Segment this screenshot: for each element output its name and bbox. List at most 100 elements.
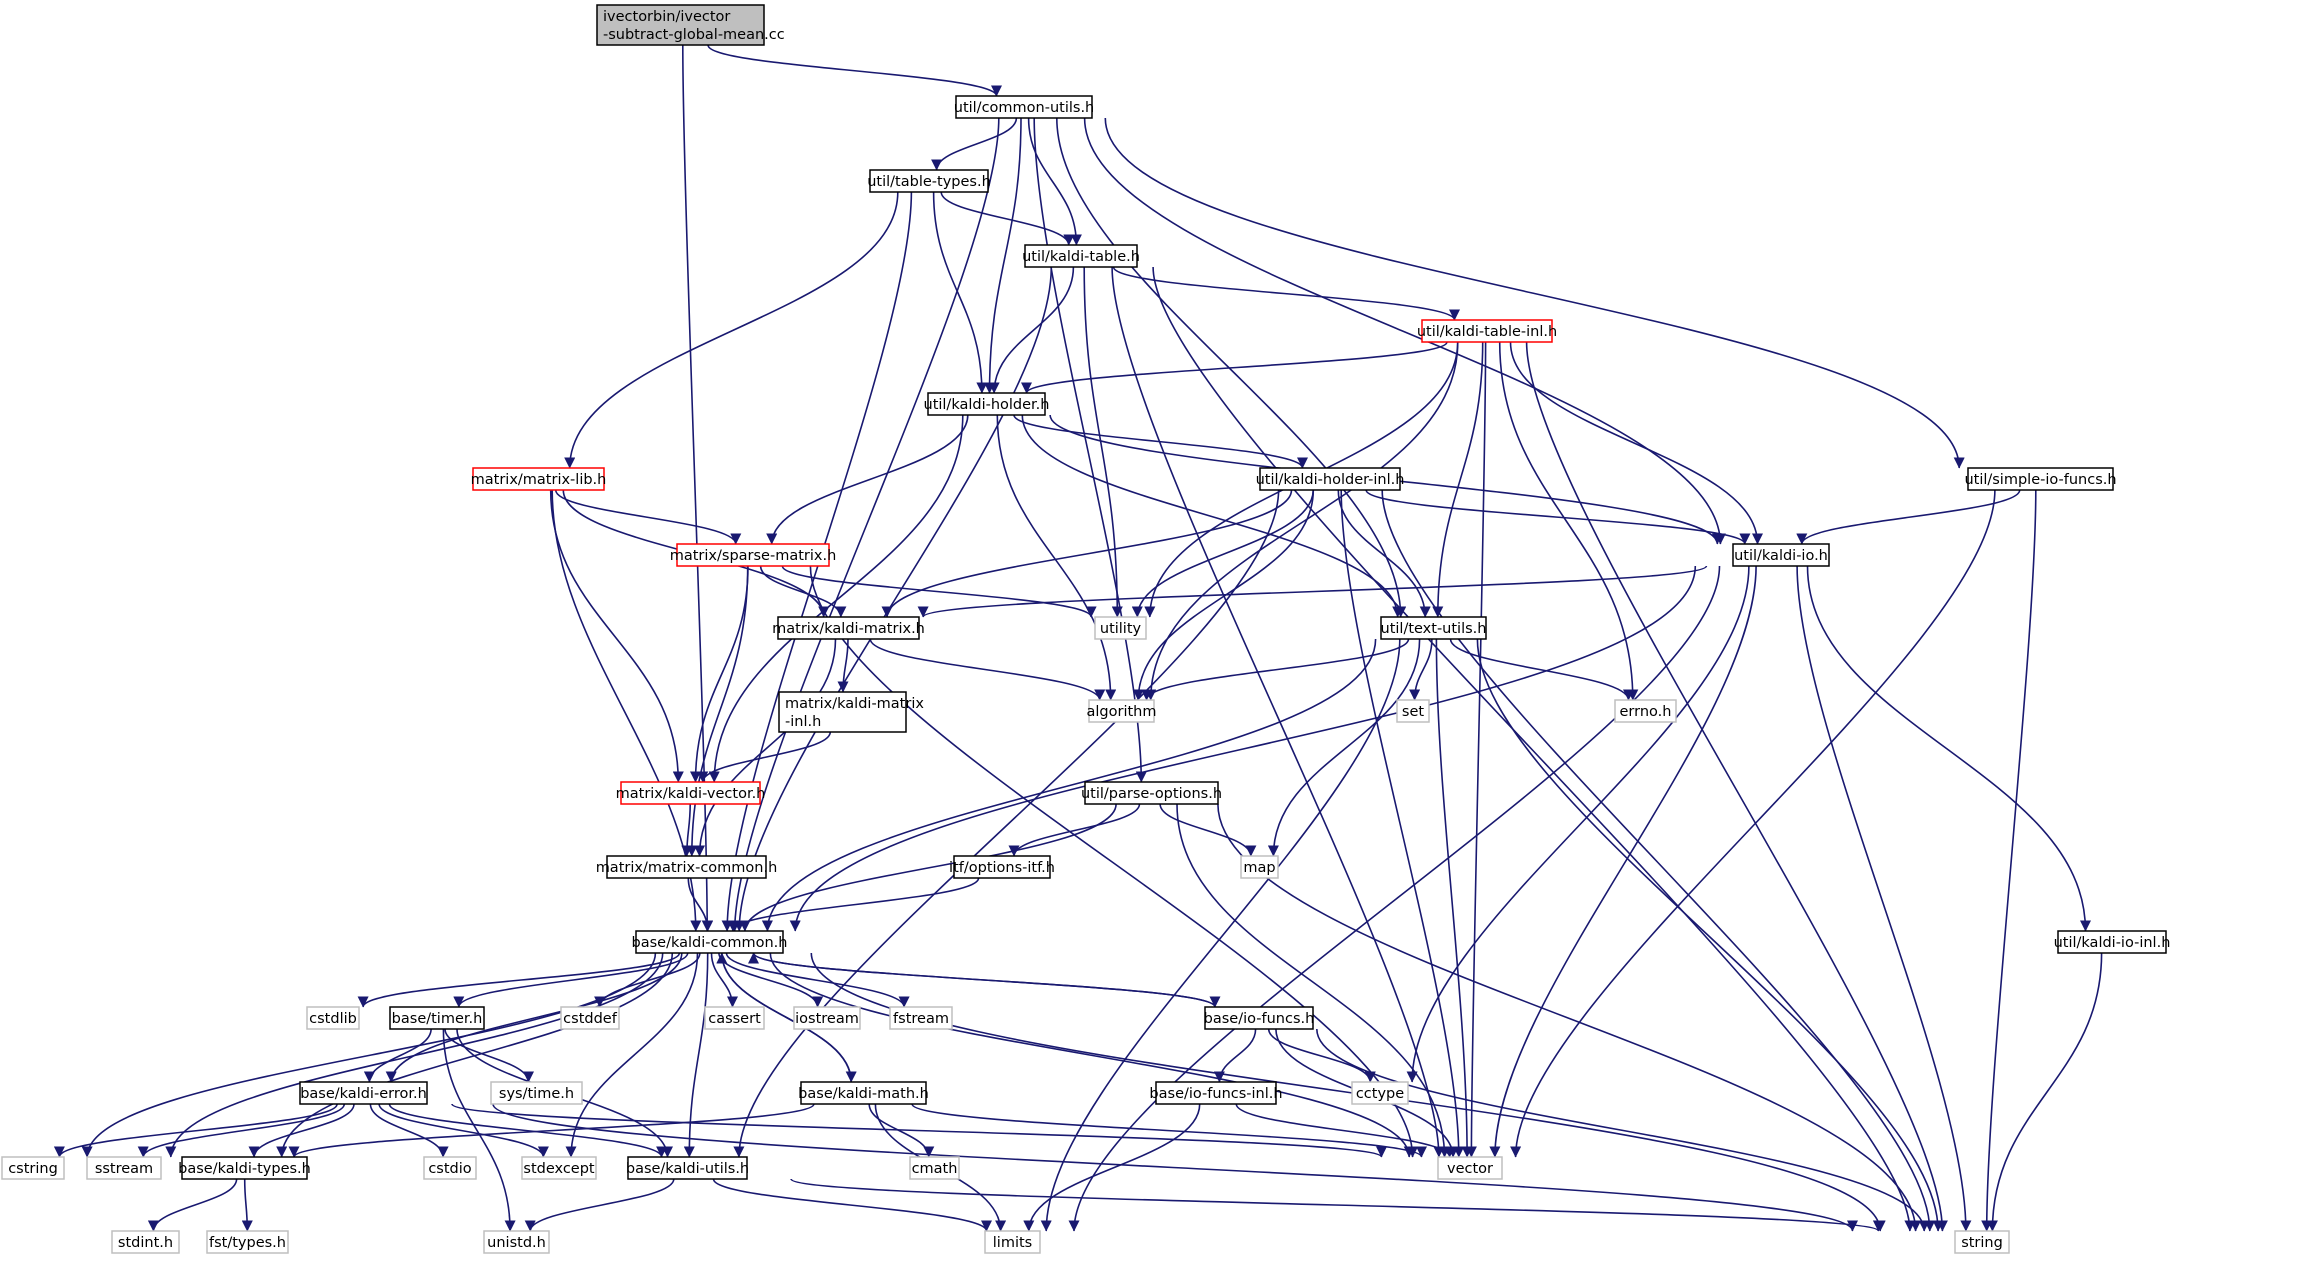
- node-kaldi-error[interactable]: base/kaldi-error.h: [299, 1081, 428, 1105]
- node-parse-options[interactable]: util/parse-options.h: [1081, 781, 1222, 805]
- node-root[interactable]: ivectorbin/ivector-subtract-global-mean.…: [596, 4, 785, 46]
- edge-kaldi-holder-to-sparse-matrix: [766, 414, 969, 545]
- edge-table-types-to-kaldi-table: [940, 191, 1075, 246]
- edge-kaldi-common-to-kaldi-types: [276, 952, 674, 1158]
- edge-io-funcs-to-io-funcs-inl: [1213, 1028, 1257, 1083]
- node-kaldi-utils[interactable]: base/kaldi-utils.h: [626, 1156, 749, 1180]
- edge-text-utils-to-limits: [1040, 638, 1401, 1232]
- edge-kaldi-matrix-inl-to-kaldi-vector: [697, 731, 832, 783]
- node-text-utils[interactable]: util/text-utils.h: [1380, 616, 1487, 640]
- node-box: [778, 691, 907, 733]
- edge-kaldi-holder-inl-to-vector: [1340, 489, 1465, 1158]
- node-sstream: sstream: [86, 1156, 162, 1180]
- node-box: [560, 1006, 620, 1030]
- node-label: set: [1402, 704, 1424, 720]
- edge-kaldi-common-to-fstream: [725, 952, 910, 1008]
- edge-matrix-common-to-kaldi-common: [687, 877, 714, 932]
- node-stdint: stdint.h: [111, 1230, 180, 1254]
- node-io-funcs-inl[interactable]: base/io-funcs-inl.h: [1149, 1081, 1283, 1105]
- node-box: [111, 1230, 180, 1254]
- node-options-itf[interactable]: itf/options-itf.h: [949, 855, 1055, 879]
- node-box: [627, 1156, 748, 1180]
- node-label: util/parse-options.h: [1081, 786, 1222, 802]
- edge-kaldi-math-to-kaldi-common: [716, 952, 852, 1083]
- node-table-types[interactable]: util/table-types.h: [867, 169, 991, 193]
- node-kaldi-table-inl[interactable]: util/kaldi-table-inl.h: [1417, 319, 1557, 343]
- edge-kaldi-holder-to-kaldi-vector: [708, 414, 964, 783]
- node-label: base/io-funcs.h: [1204, 1011, 1315, 1027]
- edge-kaldi-matrix-to-algorithm: [869, 638, 1106, 701]
- node-utility: utility: [1094, 616, 1147, 640]
- node-kaldi-vector[interactable]: matrix/kaldi-vector.h: [616, 781, 766, 805]
- edge-kaldi-common-to-kaldi-error: [385, 952, 683, 1083]
- node-kaldi-math[interactable]: base/kaldi-math.h: [798, 1081, 929, 1105]
- node-kaldi-io[interactable]: util/kaldi-io.h: [1732, 543, 1830, 567]
- node-label: base/kaldi-math.h: [798, 1086, 929, 1102]
- node-label: unistd.h: [487, 1235, 546, 1251]
- node-common-utils[interactable]: util/common-utils.h: [954, 95, 1095, 119]
- edge-timer-to-sys-time: [444, 1028, 534, 1083]
- edge-kaldi-error-to-cstdio: [369, 1103, 449, 1158]
- node-box: [1094, 616, 1147, 640]
- node-matrix-lib[interactable]: matrix/matrix-lib.h: [471, 467, 607, 491]
- node-box: [1421, 319, 1553, 343]
- node-iostream: iostream: [793, 1006, 861, 1030]
- node-box: [1259, 467, 1401, 491]
- node-io-funcs[interactable]: base/io-funcs.h: [1204, 1006, 1315, 1030]
- edge-parse-options-to-string: [1217, 803, 1922, 1232]
- edge-kaldi-types-to-fst-types: [241, 1178, 253, 1232]
- node-map: map: [1240, 855, 1279, 879]
- node-box: [490, 1081, 583, 1105]
- node-kaldi-common[interactable]: base/kaldi-common.h: [632, 930, 788, 954]
- edge-io-funcs-to-kaldi-common: [748, 952, 1216, 1008]
- node-box: [777, 616, 920, 640]
- node-cstring: cstring: [1, 1156, 65, 1180]
- edge-parse-options-to-kaldi-common: [739, 803, 1117, 932]
- edge-kaldi-utils-to-limits: [712, 1178, 992, 1232]
- node-vector: vector: [1437, 1156, 1503, 1180]
- node-kaldi-matrix-inl[interactable]: matrix/kaldi-matrix-inl.h: [778, 691, 924, 733]
- node-sparse-matrix[interactable]: matrix/sparse-matrix.h: [670, 543, 837, 567]
- node-kaldi-table[interactable]: util/kaldi-table.h: [1022, 244, 1140, 268]
- node-unistd: unistd.h: [483, 1230, 550, 1254]
- edge-kaldi-holder-inl-to-text-utils: [1337, 489, 1431, 618]
- node-kaldi-types[interactable]: base/kaldi-types.h: [178, 1156, 311, 1180]
- edge-kaldi-error-to-string: [492, 1103, 1858, 1232]
- node-matrix-common[interactable]: matrix/matrix-common.h: [596, 855, 778, 879]
- node-label: vector: [1447, 1161, 1493, 1177]
- node-label: util/kaldi-holder-inl.h: [1256, 472, 1405, 488]
- edge-kaldi-holder-to-kaldi-holder-inl: [1013, 414, 1308, 469]
- node-box: [1967, 467, 2114, 491]
- edge-common-utils-to-kaldi-table: [1027, 117, 1082, 246]
- node-kaldi-holder-inl[interactable]: util/kaldi-holder-inl.h: [1256, 467, 1405, 491]
- node-box: [793, 1006, 861, 1030]
- node-box: [704, 1006, 765, 1030]
- node-simple-io-funcs[interactable]: util/simple-io-funcs.h: [1964, 467, 2117, 491]
- node-kaldi-matrix[interactable]: matrix/kaldi-matrix.h: [772, 616, 925, 640]
- edge-kaldi-math-to-kaldi-types: [288, 1103, 815, 1158]
- node-box: [869, 169, 989, 193]
- edge-kaldi-table-inl-to-errno: [1498, 341, 1639, 701]
- node-label: base/timer.h: [392, 1011, 483, 1027]
- node-cassert: cassert: [704, 1006, 765, 1030]
- node-timer[interactable]: base/timer.h: [389, 1006, 485, 1030]
- edge-kaldi-utils-to-unistd: [524, 1178, 675, 1232]
- node-box: [206, 1230, 289, 1254]
- node-label: errno.h: [1620, 704, 1672, 720]
- edge-table-types-to-kaldi-holder: [932, 191, 988, 394]
- edge-kaldi-io-to-vector: [1489, 565, 1757, 1158]
- edge-table-types-to-matrix-lib: [564, 191, 899, 469]
- edge-kaldi-io-to-kaldi-common: [789, 565, 1697, 932]
- node-label: fstream: [893, 1011, 949, 1027]
- node-label: -inl.h: [785, 714, 821, 730]
- node-label: cstring: [8, 1161, 58, 1177]
- node-box: [389, 1006, 485, 1030]
- edge-common-utils-to-kaldi-common: [729, 117, 1000, 932]
- node-box: [955, 95, 1093, 119]
- node-kaldi-io-inl[interactable]: util/kaldi-io-inl.h: [2054, 930, 2171, 954]
- node-label: cassert: [708, 1011, 761, 1027]
- edge-kaldi-common-to-vector: [769, 952, 1415, 1158]
- node-kaldi-holder[interactable]: util/kaldi-holder.h: [924, 392, 1050, 416]
- edge-text-utils-to-string: [1476, 638, 1944, 1232]
- edge-kaldi-holder-inl-to-string: [1381, 489, 1936, 1232]
